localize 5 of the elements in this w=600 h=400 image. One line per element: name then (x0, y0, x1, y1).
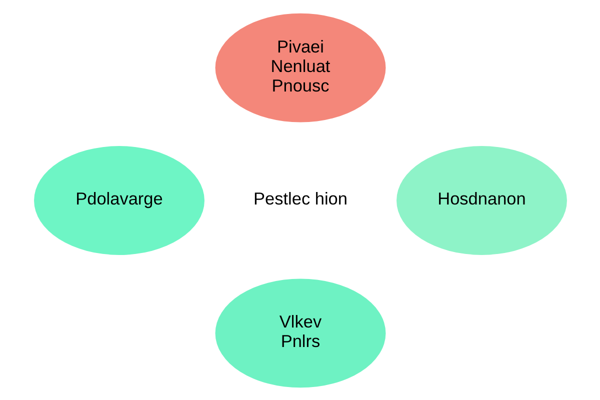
node-ellipse: Hosdnanon (396, 146, 566, 254)
label: Pestlec hion (253, 188, 347, 208)
node-ellipse: Vlkev Pnlrs (214, 278, 386, 388)
node-ellipse: Pdolavarge (34, 146, 204, 254)
node-ellipse: Pivaei Nenluat Pnousc (214, 12, 386, 122)
